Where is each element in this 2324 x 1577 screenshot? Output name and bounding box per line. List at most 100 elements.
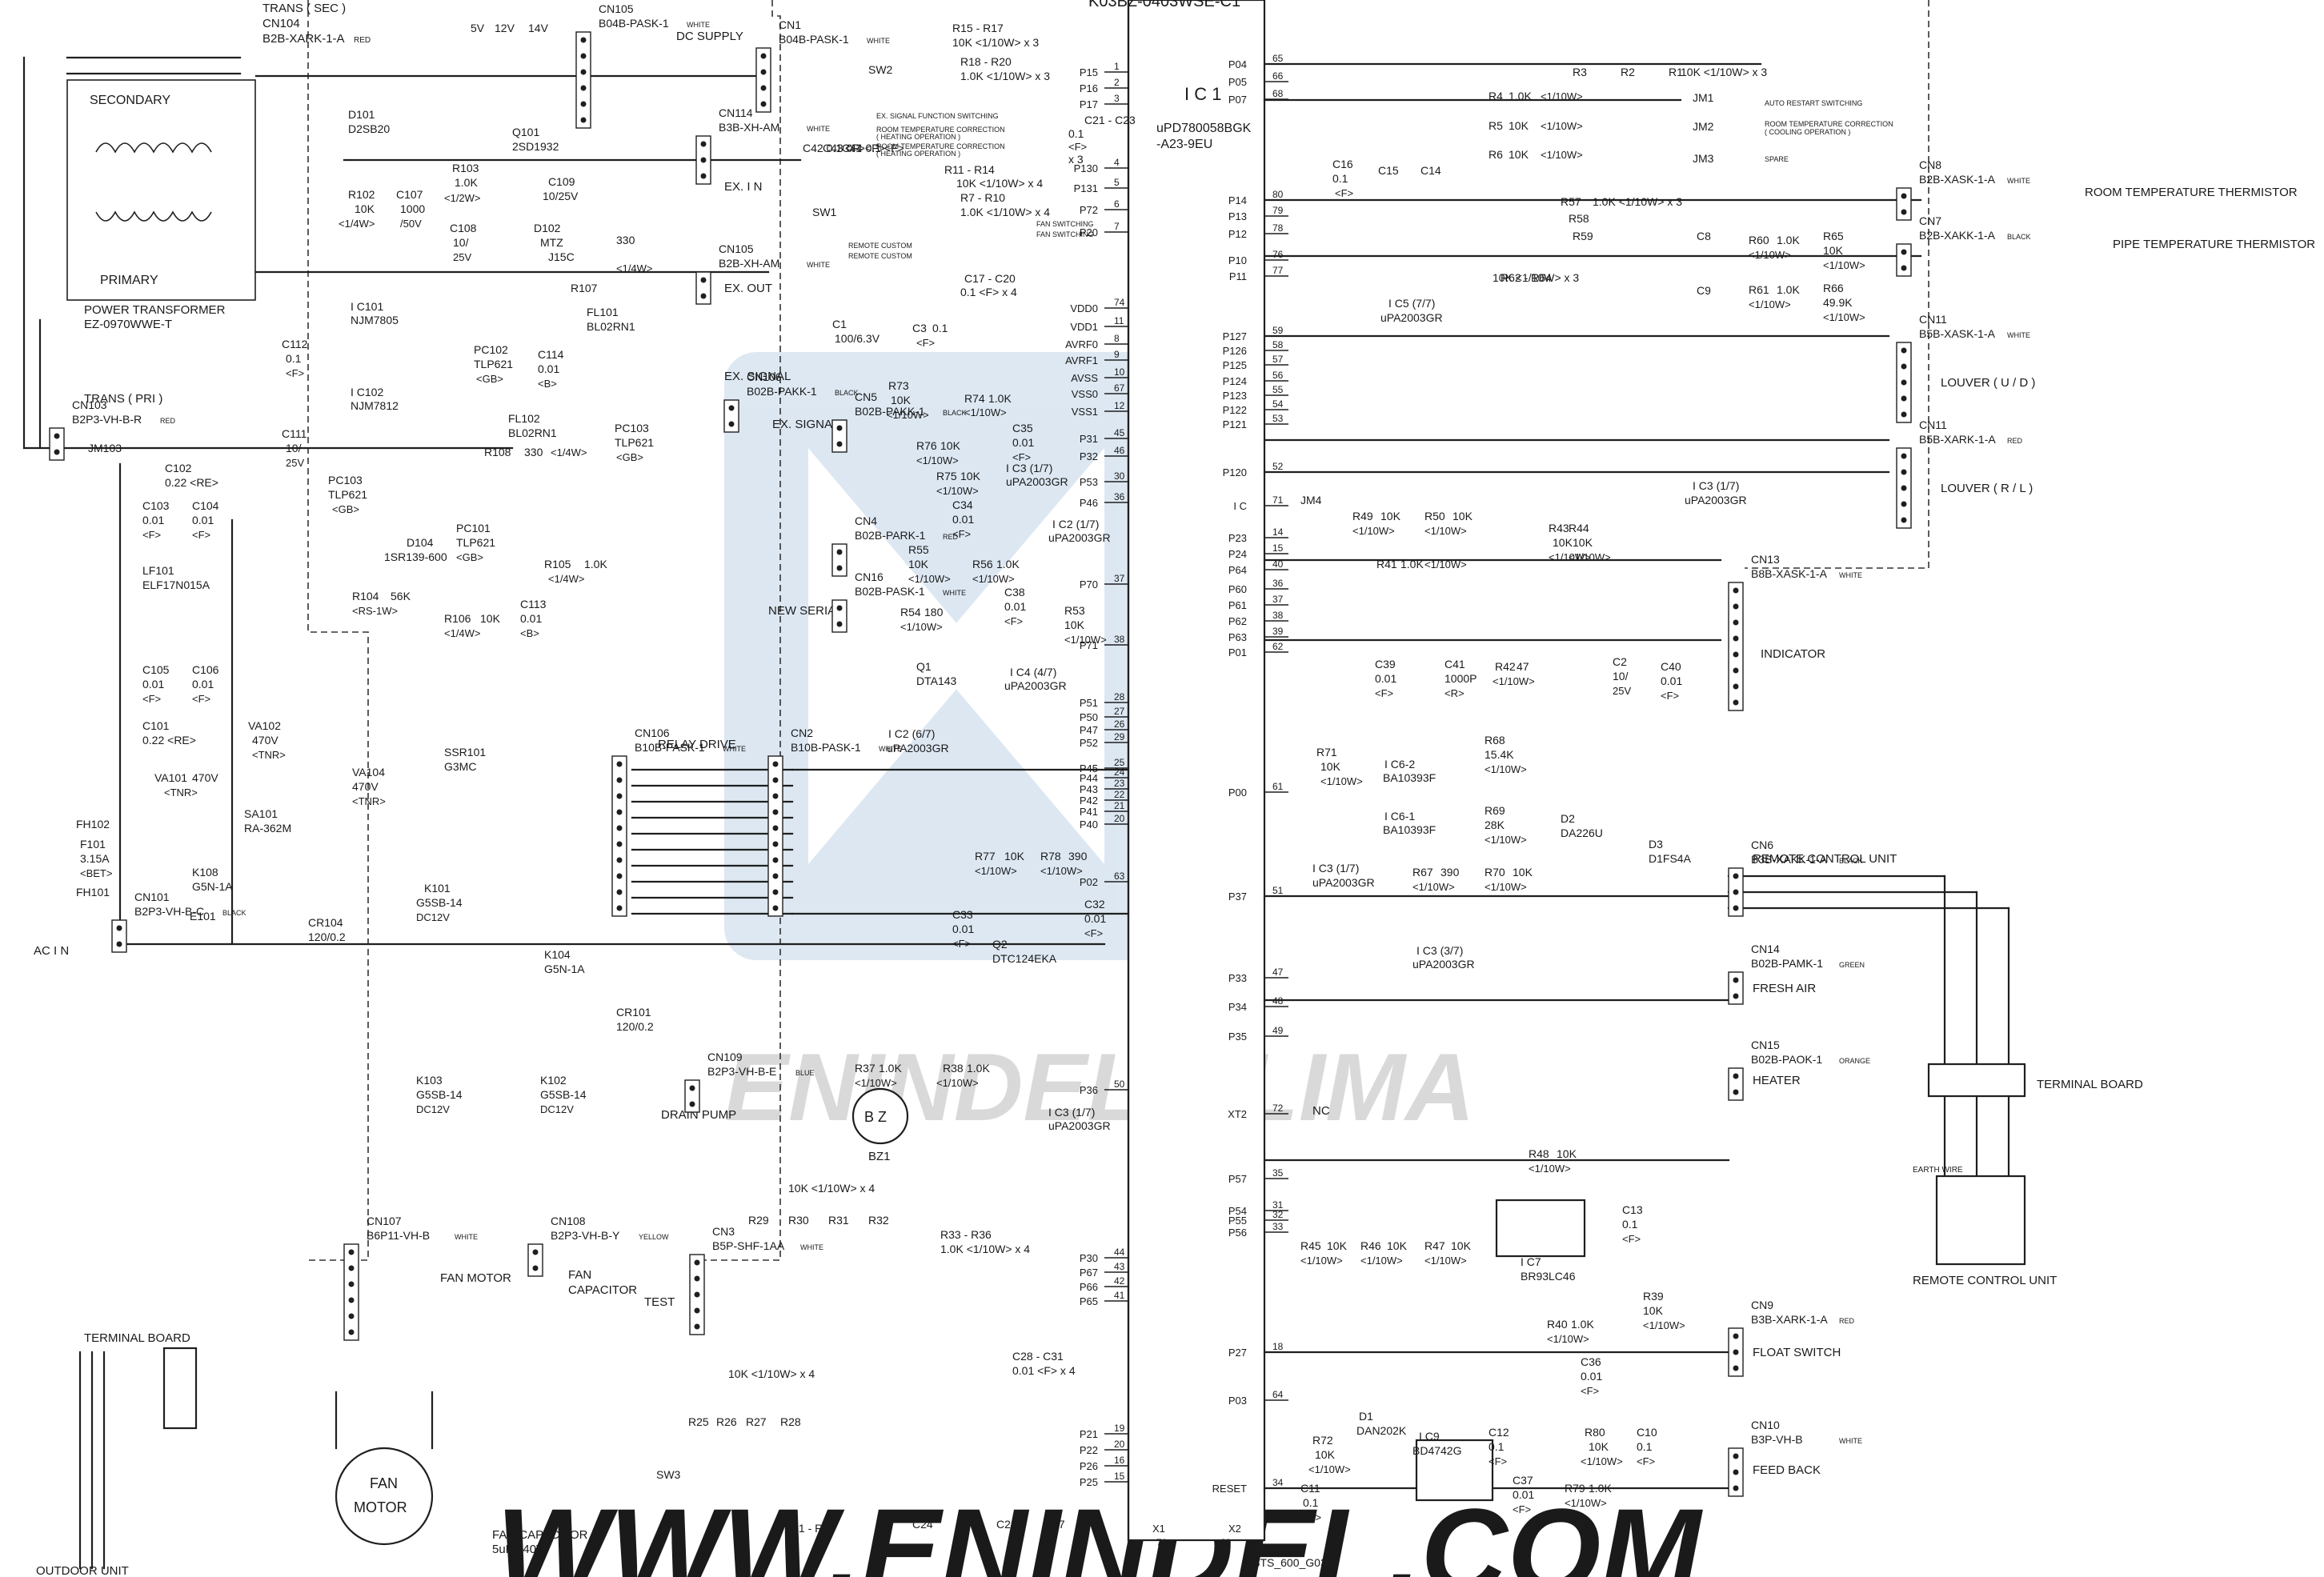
ic1-pin-number: 70 [1156, 1537, 1168, 1548]
component-c101-val: 0.22 <RE> [142, 734, 196, 746]
component-r38-val: 1.0K [967, 1062, 990, 1075]
connector-pin [836, 621, 843, 627]
ic1-pin-label: P12 [1228, 228, 1247, 240]
connector-color: RED [2007, 437, 2023, 445]
connector-pin [1733, 603, 1739, 610]
ic1-pin-label: P122 [1223, 404, 1247, 416]
component-ic5: I C5 (7/7) [1388, 297, 1435, 310]
component-c32-rating: <F> [1084, 927, 1103, 939]
component-r1-val: 10K <1/10W> x 3 [1681, 66, 1767, 78]
watermark-logo-shape [808, 448, 984, 864]
ic1-pin-label: P123 [1223, 390, 1247, 402]
ic1-pin-label: AVSS [1071, 372, 1098, 384]
connector-body [343, 1243, 359, 1341]
label-feed-back: FEED BACK [1753, 1463, 1821, 1477]
component-c25: C25 [956, 1518, 977, 1531]
component-cst: CSTS_600_G03-T [1244, 1556, 1337, 1569]
ic1-pin-number: 4 [1114, 157, 1120, 168]
connector-pin [1733, 993, 1739, 999]
component-k108: K108 [192, 866, 218, 879]
component-c36-val: 0.01 [1581, 1370, 1602, 1383]
note-sw2-2: ROOM TEMPERATURE CORRECTION [876, 126, 1005, 134]
component-r30: R30 [788, 1214, 809, 1227]
ic1-pin-label: P50 [1080, 711, 1098, 723]
ic1-pin-label: P10 [1228, 254, 1247, 266]
terminal-board-right [1927, 1063, 2026, 1098]
connector-id: CN106 [635, 726, 670, 739]
ic1-pin-number: 53 [1272, 413, 1284, 424]
ic1-pin-number: 40 [1272, 558, 1284, 570]
component-r46: R46 [1360, 1239, 1381, 1252]
component-r32: R32 [868, 1214, 889, 1227]
connector-part: B2P3-VH-B-R [72, 413, 142, 426]
ic1-pin-label: P126 [1223, 345, 1247, 357]
component-r43: R43 [1549, 522, 1569, 534]
connector-pin [836, 425, 843, 431]
ic7-box [1495, 1199, 1586, 1258]
component-ssr101: SSR101 [444, 746, 486, 758]
component-r6-val: 10K [1509, 148, 1529, 161]
component-k108-part: G5N-1A [192, 880, 233, 893]
component-r66: R66 [1823, 282, 1844, 294]
component-k103: K103 [416, 1074, 443, 1087]
component-r79-val: 1.0K [1589, 1482, 1612, 1495]
ic1-pin-label: VDD1 [1070, 321, 1098, 333]
connector-pin [532, 1265, 539, 1271]
component-c103-rating: <F> [142, 529, 161, 541]
component-c16: C16 [1332, 158, 1353, 170]
component-ic6-2: I C6-2 [1384, 758, 1415, 770]
ic1-pin-number: 45 [1114, 427, 1125, 438]
component-d2-part: DA226U [1561, 827, 1603, 839]
ic1-pin-label: X2 [1228, 1523, 1241, 1535]
ic1-pin-label: P63 [1228, 631, 1247, 643]
component-ic102: I C102 [351, 386, 383, 398]
component-r104-val: 56K [391, 590, 411, 602]
ic1-pin-label: P125 [1223, 359, 1247, 371]
connector-color: WHITE [943, 589, 966, 597]
component-ic3-d-part: uPA2003GR [1312, 876, 1375, 889]
ic1-pin-number: 37 [1272, 594, 1284, 605]
connector-pin [1901, 249, 1907, 255]
component-r72-val: 10K [1315, 1448, 1336, 1461]
ic1-pin-number: 15 [1114, 1471, 1125, 1482]
board-outline-power [307, 0, 369, 1261]
connector-pin [580, 53, 587, 59]
terminal-board-left [162, 1347, 198, 1430]
connector-pin [772, 825, 779, 831]
connector-id: CN106 [747, 370, 782, 383]
component-c11-val: 0.1 [1303, 1496, 1319, 1509]
component-c36-rating: <F> [1581, 1385, 1599, 1397]
text-layer: K03BZ-0403WSE-C1 TRANS ( SEC ) CN104 B2B… [34, 0, 2315, 1577]
component-c40: C40 [1661, 660, 1681, 673]
label-power-transformer: POWER TRANSFORMER [84, 303, 226, 317]
connector-pin [580, 85, 587, 91]
component-fh102: FH102 [76, 818, 110, 831]
connector-color: WHITE [723, 745, 746, 753]
component-d101-part: D2SB20 [348, 122, 390, 135]
component-c101: C101 [142, 719, 170, 732]
connector-pin [1733, 699, 1739, 706]
component-c43: C43 0.1 <F> [823, 142, 885, 154]
component-c114-rating: <B> [538, 378, 557, 390]
component-r5-val: 10K [1509, 119, 1529, 132]
label-buzzer: B Z [864, 1109, 887, 1125]
component-c38: C38 [1004, 586, 1025, 598]
ic1-pin-label: P43 [1080, 783, 1098, 795]
component-r37-val: 1.0K [879, 1062, 902, 1075]
component-r79: R79 [1565, 1482, 1585, 1495]
ic1-pin-label: P60 [1228, 583, 1247, 595]
connector-part: B3B-XH-AM [719, 121, 779, 134]
connector-body [695, 271, 711, 305]
ic1-pin-number: 37 [1114, 573, 1125, 584]
ic1-pin-number: 78 [1272, 222, 1284, 234]
connector-body [527, 1243, 543, 1277]
component-r105-val: 1.0K [584, 558, 607, 570]
component-ic3-b: I C3 (1/7) [1048, 1106, 1095, 1119]
component-c37: C37 [1513, 1474, 1533, 1487]
connector-pin [1733, 1453, 1739, 1459]
component-r43-val: 10K [1553, 536, 1573, 549]
